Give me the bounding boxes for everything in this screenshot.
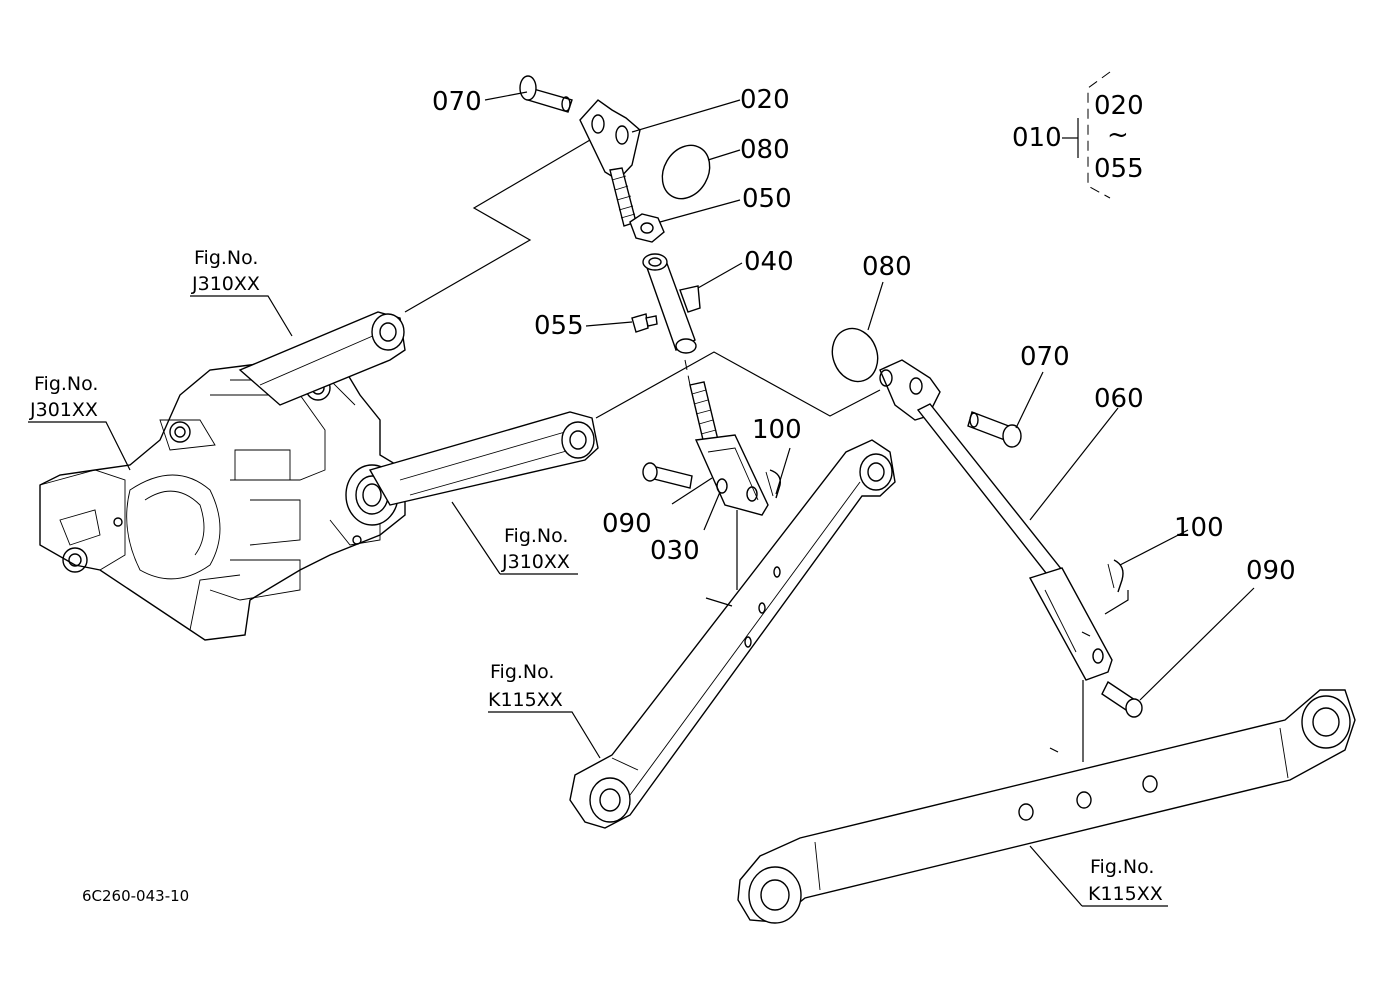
fig-ref-j310-upper-prefix: Fig.No. [194, 247, 258, 269]
hydraulic-housing [39, 311, 599, 641]
assembly-range-separator: ~ [1107, 120, 1129, 150]
fig-ref-j310-upper-code[interactable]: J310XX [191, 273, 260, 295]
drawing-code: 6C260-043-10 [82, 887, 189, 905]
assembly-range-start: 020 [1094, 91, 1144, 121]
label-080-top[interactable]: 080 [740, 135, 790, 165]
label-100-right[interactable]: 100 [1174, 513, 1224, 543]
part-070-pin-right [967, 411, 1022, 448]
part-100-cotter-left [765, 469, 781, 499]
assembly-range-end: 055 [1094, 154, 1144, 184]
part-050-nut [629, 213, 665, 243]
label-030[interactable]: 030 [650, 536, 700, 566]
leader-lines [28, 71, 1255, 907]
part-030-clevis [689, 381, 769, 516]
part-070-pin-top [519, 75, 573, 113]
label-100-left[interactable]: 100 [752, 415, 802, 445]
label-060[interactable]: 060 [1094, 384, 1144, 414]
fig-ref-k115-right-prefix: Fig.No. [1090, 856, 1154, 878]
lower-link-left [569, 439, 896, 829]
fig-ref-j310-lower-prefix: Fig.No. [504, 525, 568, 547]
part-060-lift-rod [879, 359, 1113, 681]
fig-ref-k115-left-prefix: Fig.No. [490, 661, 554, 683]
part-040-body [642, 253, 701, 354]
assembly-number[interactable]: 010 [1012, 123, 1062, 153]
part-080-ring-right [831, 327, 879, 383]
fig-ref-k115-left-code[interactable]: K115XX [488, 689, 563, 711]
label-050[interactable]: 050 [742, 184, 792, 214]
label-070-top[interactable]: 070 [432, 87, 482, 117]
part-labels: 070 020 080 050 040 055 030 090 100 080 … [432, 85, 1296, 586]
label-055[interactable]: 055 [534, 311, 584, 341]
part-080-ring-top [661, 144, 711, 200]
lower-link-right [737, 689, 1356, 924]
label-090-right[interactable]: 090 [1246, 556, 1296, 586]
label-070-right[interactable]: 070 [1020, 342, 1070, 372]
label-090-left[interactable]: 090 [602, 509, 652, 539]
fig-ref-j301-prefix: Fig.No. [34, 373, 98, 395]
label-020[interactable]: 020 [740, 85, 790, 115]
label-080-right[interactable]: 080 [862, 252, 912, 282]
figure-references: Fig.No. J310XX Fig.No. J301XX Fig.No. J3… [29, 247, 1163, 905]
label-040[interactable]: 040 [744, 247, 794, 277]
part-055-grease-fitting [631, 313, 658, 333]
fig-ref-k115-right-code[interactable]: K115XX [1088, 883, 1163, 905]
part-100-cotter-right [1107, 559, 1124, 593]
part-090-pin-left [642, 462, 693, 489]
part-090-pin-right [1101, 680, 1143, 718]
fig-ref-j301-code[interactable]: J301XX [29, 399, 98, 421]
part-020-yoke [579, 99, 641, 227]
assembly-group: 010 020 ~ 055 [1012, 91, 1144, 184]
fig-ref-j310-lower-code[interactable]: J310XX [501, 551, 570, 573]
